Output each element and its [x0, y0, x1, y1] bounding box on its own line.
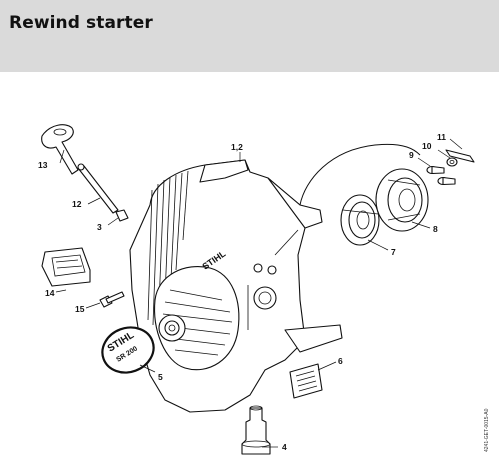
starter-housing: STIHL — [129, 159, 343, 413]
pawl-screw-2 — [437, 176, 456, 186]
pawl-washer — [446, 157, 458, 167]
callout-5: 5 — [158, 372, 163, 382]
page-title: Rewind starter — [9, 13, 153, 33]
housing-screw — [99, 291, 125, 308]
rope-bushing — [115, 209, 129, 222]
callout-1-2: 1,2 — [231, 142, 243, 152]
header-bar: Rewind starter — [0, 0, 499, 72]
starter-pulley — [375, 168, 429, 232]
callout-12: 12 — [72, 199, 82, 209]
boot-cap — [241, 405, 271, 455]
leader-lines — [55, 138, 463, 448]
callout-13: 13 — [38, 160, 48, 170]
callout-labels: 1,2 3 4 5 6 7 8 9 10 11 12 13 14 15 — [38, 132, 446, 452]
callout-6: 6 — [338, 356, 343, 366]
callout-10: 10 — [422, 141, 432, 151]
rope-rotor — [340, 194, 380, 246]
callout-4: 4 — [282, 442, 287, 452]
callout-11: 11 — [437, 132, 446, 142]
callout-8: 8 — [433, 224, 438, 234]
pawl-screw — [426, 165, 445, 175]
starter-rope — [299, 143, 421, 206]
figure-code: 4241-GET-0015-A0 — [484, 408, 490, 452]
rope-guide — [77, 163, 119, 214]
spring-clip — [445, 149, 475, 163]
filter-element — [41, 247, 91, 287]
callout-7: 7 — [391, 247, 396, 257]
label-plate — [289, 363, 323, 399]
callout-14: 14 — [45, 288, 55, 298]
callout-9: 9 — [409, 150, 414, 160]
callout-15: 15 — [75, 304, 85, 314]
callout-3: 3 — [97, 222, 102, 232]
starter-grip — [41, 124, 79, 175]
brand-badge: STIHL SR 200 — [101, 326, 155, 374]
